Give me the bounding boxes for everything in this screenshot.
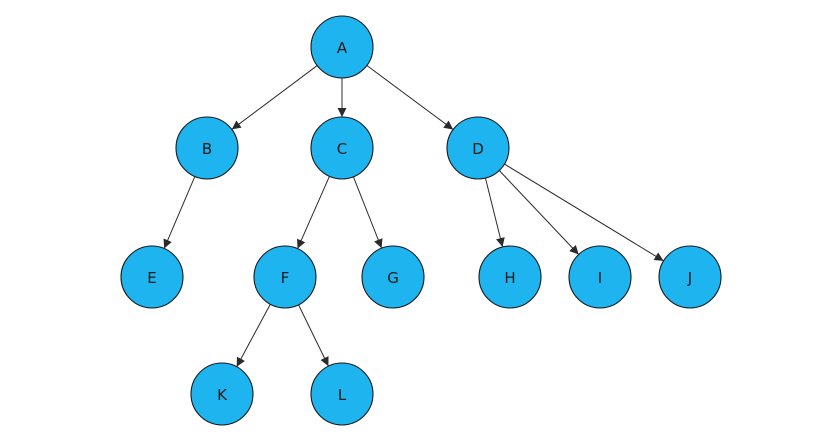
edges-layer (163, 65, 664, 367)
node-label: K (217, 386, 228, 404)
node-b: B (175, 116, 239, 180)
node-label: D (472, 140, 484, 158)
node-d: D (446, 116, 510, 180)
node-label: H (504, 269, 515, 287)
edge-arrow-f-l (298, 304, 329, 367)
node-circle (175, 116, 239, 180)
node-a: A (310, 15, 374, 79)
node-circle (310, 362, 374, 426)
node-label: A (337, 39, 348, 57)
node-g: G (361, 245, 425, 309)
node-label: E (147, 269, 156, 287)
node-c: C (310, 116, 374, 180)
node-circle (568, 245, 632, 309)
node-circle (310, 116, 374, 180)
edge-arrow-c-f (297, 176, 330, 249)
node-f: F (253, 245, 317, 309)
edge-arrow-a-b (231, 65, 318, 130)
node-label: C (337, 140, 347, 158)
node-circle (120, 245, 184, 309)
node-j: J (658, 245, 722, 309)
edge-arrow-d-h (484, 177, 505, 248)
nodes-layer: A B C D E F G H I J K L (120, 15, 722, 426)
node-label: G (387, 269, 399, 287)
node-circle (310, 15, 374, 79)
node-k: K (190, 362, 254, 426)
node-label: F (281, 269, 290, 287)
edge-arrow-b-e (163, 176, 196, 249)
node-circle (478, 245, 542, 309)
edge-arrow-d-j (504, 163, 664, 262)
node-label: B (202, 140, 212, 158)
node-l: L (310, 362, 374, 426)
node-label: J (687, 269, 692, 287)
node-label: I (598, 269, 602, 287)
node-circle (361, 245, 425, 309)
node-circle (446, 116, 510, 180)
edge-arrow-f-k (236, 304, 271, 367)
edge-arrow-c-g (352, 176, 383, 249)
node-label: L (338, 386, 347, 404)
node-i: I (568, 245, 632, 309)
node-e: E (120, 245, 184, 309)
node-h: H (478, 245, 542, 309)
node-circle (190, 362, 254, 426)
node-circle (658, 245, 722, 309)
edge-arrow-a-d (366, 65, 454, 130)
edge-arrow-d-i (498, 170, 580, 255)
node-circle (253, 245, 317, 309)
